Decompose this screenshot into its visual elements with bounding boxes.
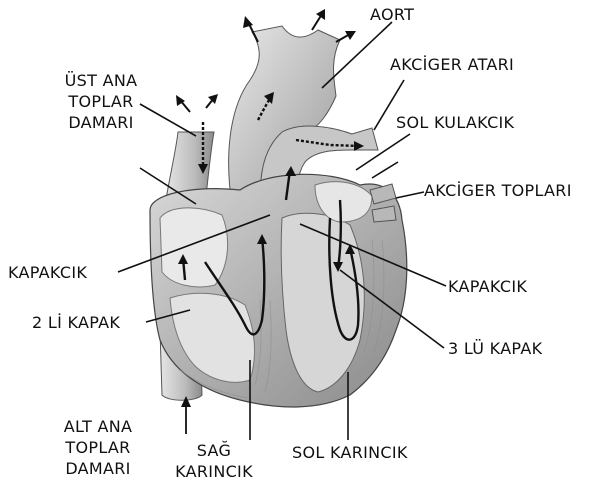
label-aort: AORT: [370, 4, 414, 25]
right-atrium-cavity: [160, 208, 228, 287]
leader-akciger-toplari-2: [372, 162, 398, 178]
label-sol-karincik: SOL KARINCIK: [292, 442, 408, 463]
label-ust-ana-toplar-damari: ÜST ANA TOPLAR DAMARI: [58, 70, 144, 133]
label-kapakcik-right: KAPAKCIK: [448, 276, 527, 297]
label-3lu-kapak: 3 LÜ KAPAK: [448, 338, 542, 359]
label-2li-kapak: 2 Lİ KAPAK: [32, 312, 120, 333]
label-sol-kulakcik: SOL KULAKCIK: [396, 112, 514, 133]
label-akciger-toplari: AKCİGER TOPLARI: [424, 180, 572, 201]
ivc-arrow: [181, 396, 191, 434]
label-alt-ana-toplar-damari: ALT ANA TOPLAR DAMARI: [50, 416, 146, 479]
leader-akciger-toplari: [396, 192, 424, 198]
label-sag-karincik: SAĞ KARINCIK: [166, 440, 262, 482]
label-akciger-atari: AKCİGER ATARI: [390, 54, 514, 75]
label-kapakcik-left: KAPAKCIK: [8, 262, 87, 283]
